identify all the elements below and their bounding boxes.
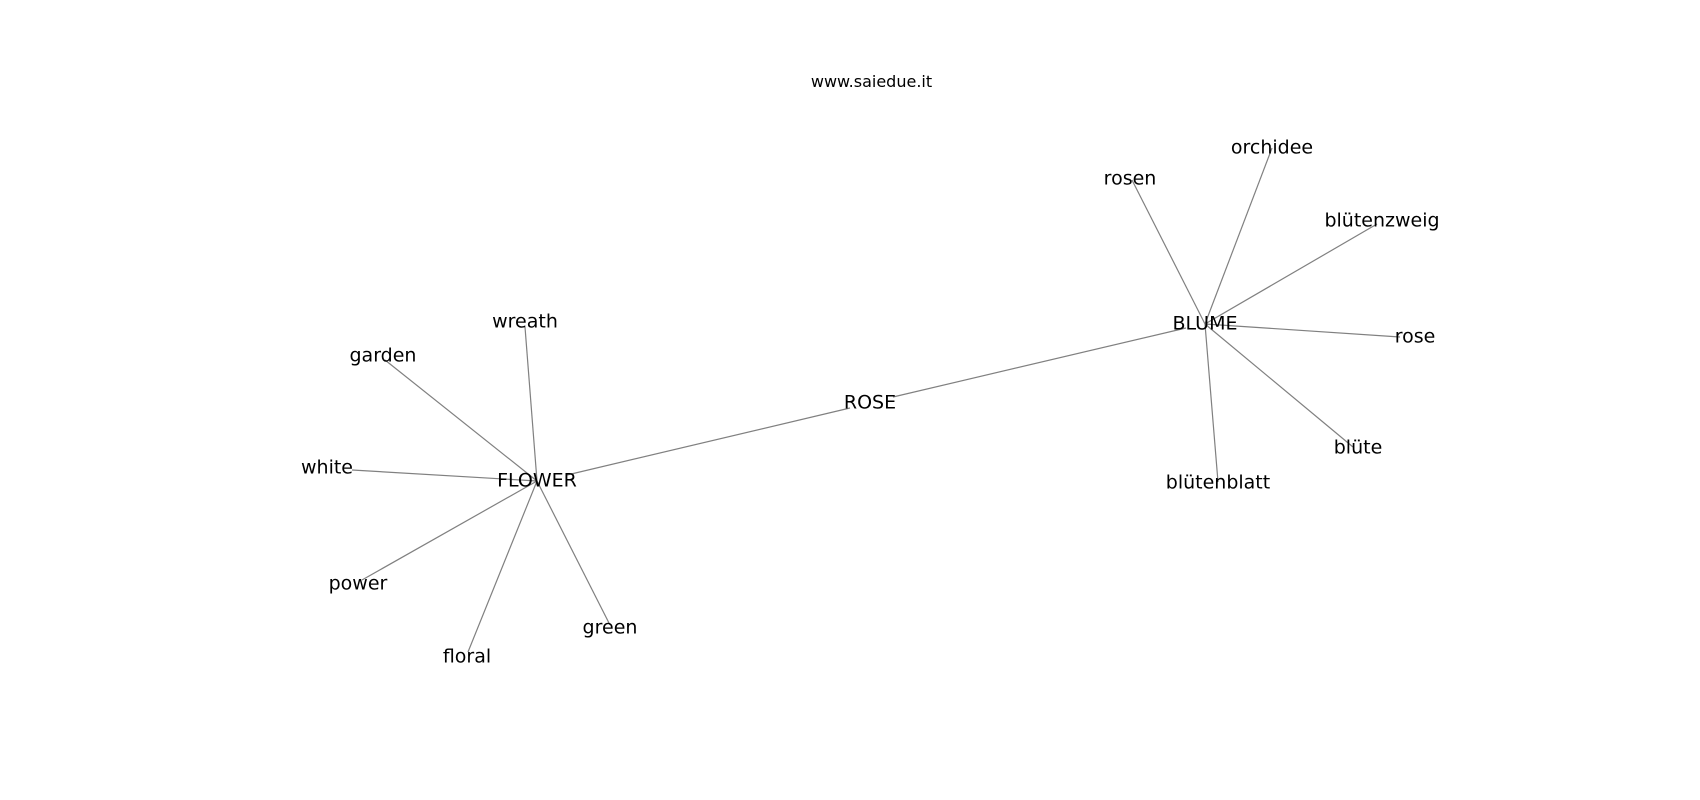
node-label-rose: ROSE bbox=[844, 392, 896, 414]
node-label-blutenzweig: blütenzweig bbox=[1324, 210, 1439, 232]
edge-rose-blume bbox=[892, 327, 1187, 398]
node-label-wreath: wreath bbox=[492, 311, 558, 333]
edge-flower-floral bbox=[467, 480, 538, 653]
graph-edges bbox=[351, 147, 1401, 653]
edge-flower-green bbox=[536, 480, 611, 626]
edge-blume-blute bbox=[1204, 323, 1354, 448]
watermark-text: www.saiedue.it bbox=[810, 72, 933, 91]
node-label-rose: rose bbox=[1395, 326, 1436, 348]
edge-rose-flower bbox=[566, 407, 851, 476]
node-label-floral: floral bbox=[443, 646, 491, 668]
node-label-power: power bbox=[329, 573, 388, 595]
edge-blume-blutenzweig bbox=[1204, 223, 1378, 325]
node-label-orchidee: orchidee bbox=[1231, 137, 1313, 159]
node-label-blute: blüte bbox=[1334, 437, 1383, 459]
node-label-white: white bbox=[301, 457, 353, 479]
node-label-green: green bbox=[583, 617, 638, 639]
edge-flower-power bbox=[361, 480, 538, 581]
node-label-blume: BLUME bbox=[1173, 313, 1238, 335]
graph-nodes: ROSE FLOWER BLUME wreath garden white power flo… bbox=[301, 137, 1440, 668]
node-label-rosen: rosen bbox=[1104, 168, 1157, 190]
edge-flower-garden bbox=[384, 359, 538, 482]
edge-flower-white bbox=[351, 469, 538, 482]
edge-flower-wreath bbox=[524, 326, 538, 482]
edge-blume-blutenblatt bbox=[1204, 323, 1219, 483]
node-label-garden: garden bbox=[350, 345, 417, 367]
node-label-flower: FLOWER bbox=[497, 470, 577, 492]
edge-blume-rosen bbox=[1131, 179, 1206, 325]
edge-blume-orchidee bbox=[1204, 147, 1273, 325]
edge-blume-rose bbox=[1204, 323, 1401, 338]
node-label-blutenblatt: blütenblatt bbox=[1166, 472, 1270, 494]
